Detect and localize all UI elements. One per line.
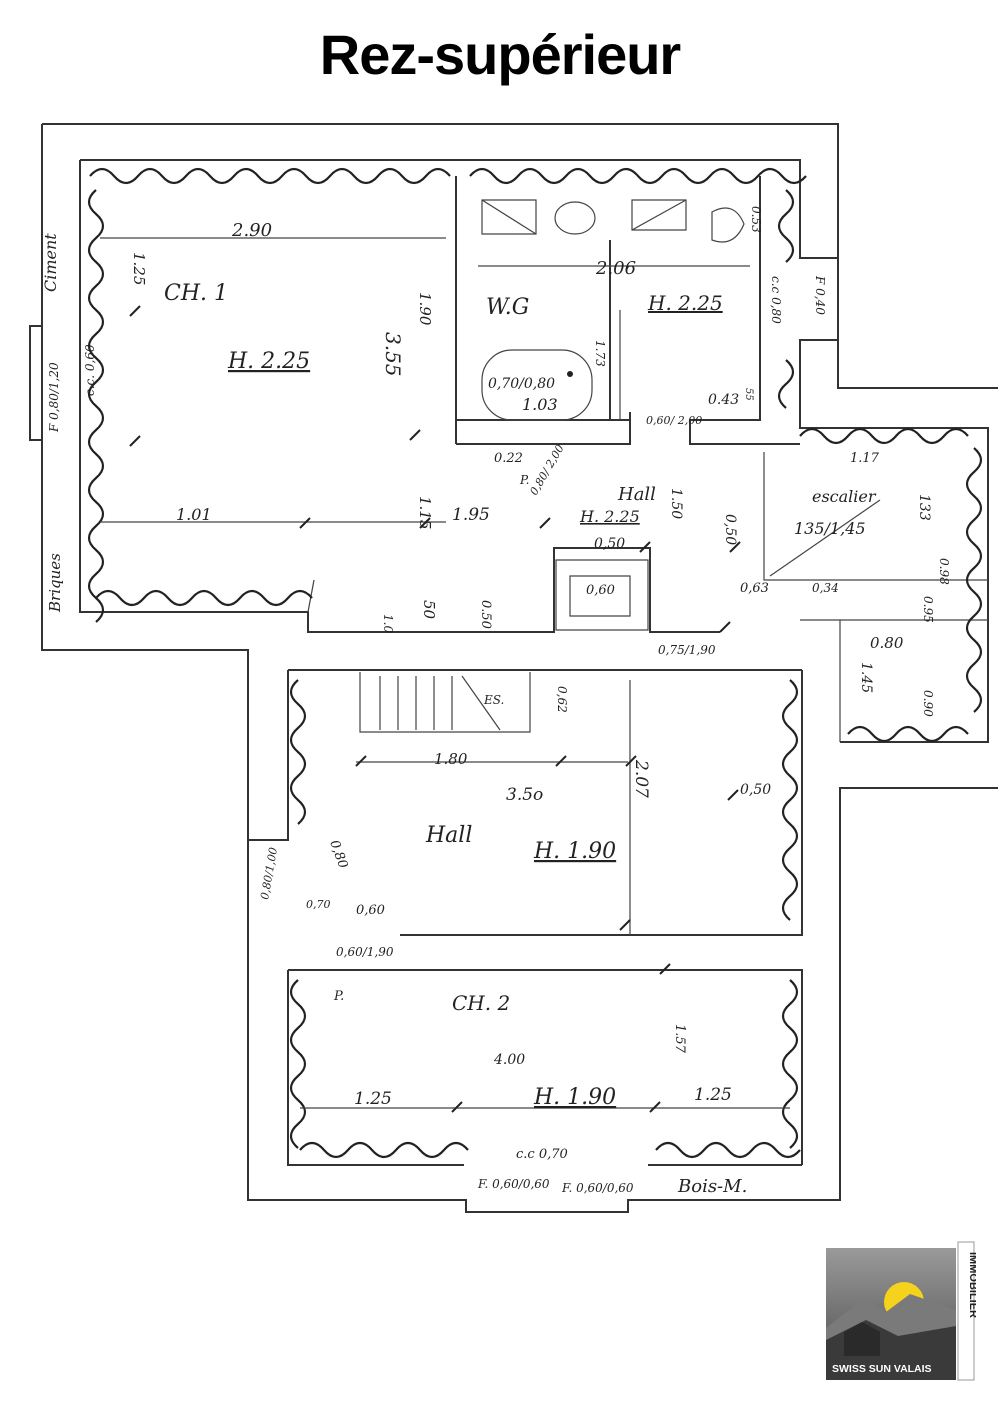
dim-0-53: 0.53 (749, 206, 763, 233)
window-hall-main: 0,80/1,00 (258, 846, 280, 900)
dim-1-80: 1.80 (434, 750, 468, 768)
logo-side-text: IMMOBILIER (967, 1252, 976, 1318)
dim-3-50: 3.5o (506, 785, 543, 805)
ch2-dim-side: 1.57 (672, 1024, 687, 1054)
dim-0-60-c: 0,60 (356, 903, 385, 918)
outer-walls (29, 123, 998, 1213)
dim-133: 133 (916, 494, 932, 521)
stairs-label: ES. (483, 693, 504, 707)
ch2-name: CH. 2 (452, 991, 510, 1015)
window-f-ch1: F 0,80/1,20 (47, 362, 61, 433)
plan-labels: 2.90 CH. 1 H. 2.25 3.55 1.25 1.90 1.01 1… (41, 206, 951, 1197)
wc-height: H. 2.25 (647, 291, 723, 315)
window-f2: F. 0,60/0,60 (561, 1181, 634, 1195)
dim-2-07: 2.07 (631, 759, 651, 798)
escalier-name: escalier (812, 487, 877, 506)
door-wc: 0,60/ 2,00 (646, 414, 702, 427)
dim-0-63: 0,63 (740, 581, 769, 596)
dim-1-90: 1.90 (416, 292, 434, 326)
dim-1-0: 1.0 (381, 614, 395, 633)
logo-name: SWISS SUN VALAIS (832, 1363, 932, 1375)
dim-0-62: 0,62 (555, 686, 569, 713)
company-logo: SWISS SUN VALAIS IMMOBILIER (826, 1240, 979, 1384)
door-hall: 0,80/ 2,00 (527, 442, 566, 497)
window-wc: F 0,40 (813, 275, 827, 315)
cc-ch1: c.c. 0,60 (83, 344, 97, 396)
dim-0-34: 0,34 (812, 581, 839, 595)
cc-ch2: c.c 0,70 (516, 1147, 568, 1162)
bois-label: Bois-M. (677, 1176, 747, 1197)
dim-0-95: 0.95 (921, 596, 935, 623)
dimension-lines (100, 237, 790, 1113)
stair-treads (379, 499, 881, 731)
escalier-dims: 135/1,45 (794, 519, 866, 538)
dim-50: 50 (420, 600, 438, 620)
hall-top-height: H. 2.25 (579, 507, 640, 526)
dim-0-50-c: 0.50 (478, 600, 493, 629)
dim-0-98: 0.98 (937, 558, 951, 585)
dim-1-73: 1.73 (593, 340, 607, 367)
dim-0-60-b: 0,60 (586, 583, 615, 598)
dim-1-50: 1.50 (668, 488, 684, 519)
dim-1-95: 1.95 (452, 505, 490, 525)
dim-0-22: 0.22 (494, 451, 523, 466)
briques-label: Briques (46, 553, 64, 613)
bathroom-fixtures (481, 199, 745, 421)
ch2-dim-left: 1.25 (354, 1089, 392, 1109)
door-hall-main: 0,60/1,90 (336, 945, 394, 959)
dim-1-17: 1.17 (850, 451, 880, 466)
dim-0-90: 0.90 (921, 690, 935, 717)
ch2-dim-right: 1.25 (694, 1085, 732, 1105)
page-title: Rez-supérieur (319, 23, 681, 86)
hall-main-name: Hall (425, 823, 472, 848)
ch1-width: 2.90 (231, 220, 272, 241)
ciment-label: Ciment (41, 233, 60, 292)
hall-top-name: Hall (617, 484, 656, 505)
door-p-ch2: P. (333, 989, 344, 1004)
bath-dims: 0,70/0,80 (488, 376, 555, 392)
door-p: P. (519, 473, 529, 487)
dim-1-25: 1.25 (130, 252, 148, 285)
dim-1-45: 1.45 (858, 662, 874, 693)
wc-width: 2.06 (595, 258, 636, 279)
dim-0-50-e: 0,50 (722, 514, 738, 545)
chalet-icon (844, 1322, 880, 1356)
ch2-width: 4.00 (493, 1052, 525, 1068)
door-0-75: 0,75/1,90 (658, 643, 716, 657)
dim-0-70: 0,70 (306, 898, 331, 911)
dim-1-15: 1.15 (416, 496, 434, 529)
ch1-height: H. 2.25 (227, 349, 310, 374)
bath-length: 1.03 (522, 395, 558, 414)
wall-hatching (87, 167, 983, 1159)
dim-55: 55 (743, 388, 754, 401)
dim-0-80: 0.80 (870, 634, 904, 652)
dim-0-43: 0.43 (708, 392, 739, 408)
wc-name: W.G (486, 295, 529, 320)
window-f1: F. 0,60/0,60 (477, 1177, 550, 1191)
interior-walls (248, 176, 988, 1166)
dim-1-01: 1.01 (176, 505, 212, 524)
dim-0-80-b: 0,80 (326, 838, 350, 870)
cc-wc: c.c 0,80 (769, 276, 783, 324)
ch1-depth: 3.55 (381, 332, 405, 377)
ch2-height: H. 1.90 (533, 1085, 616, 1110)
dim-0-50-f: 0,50 (740, 782, 771, 798)
hall-main-height: H. 1.90 (533, 839, 616, 864)
ch1-name: CH. 1 (164, 281, 228, 306)
dim-0-50-a: 0,50 (594, 536, 625, 552)
